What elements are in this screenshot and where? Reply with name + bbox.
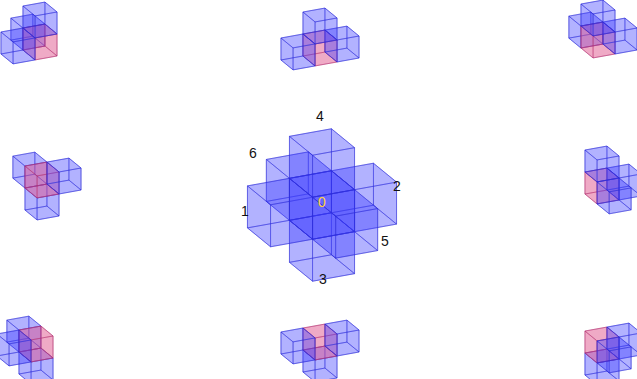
callout-number: 1 (241, 203, 249, 219)
callout-number: 2 (393, 178, 401, 194)
blue-cube-face (289, 129, 354, 155)
cube-cluster (585, 323, 637, 379)
blue-cube-face (23, 2, 57, 16)
blue-cube-face (313, 190, 378, 216)
blue-cube-face (25, 206, 59, 220)
blue-cube-face (581, 0, 615, 14)
cube-cluster (1, 2, 57, 64)
blue-cube-face (597, 200, 631, 214)
blue-cube-face (0, 352, 31, 366)
blue-cube-face (47, 158, 81, 172)
blue-cube-face (325, 320, 359, 334)
cube-cluster (0, 316, 53, 379)
blue-cube-face (23, 24, 57, 38)
callout-number: 5 (381, 233, 389, 249)
cube-cluster (281, 320, 359, 379)
cube-cluster (585, 146, 637, 214)
callout-number: 4 (316, 108, 324, 124)
blue-cube-face (281, 350, 315, 364)
blue-cube-face (603, 40, 637, 54)
blue-cube-face (597, 359, 631, 373)
cube-cluster (569, 0, 637, 58)
callout-number: 0 (318, 194, 326, 210)
blue-cube-face (325, 48, 359, 62)
blue-cube-face (607, 323, 637, 337)
callout-number: 3 (319, 271, 327, 287)
blue-cube-face (581, 22, 615, 36)
blue-cube-face (303, 368, 337, 379)
blue-cube-face (0, 330, 31, 344)
cube-cluster (13, 152, 81, 220)
blue-cube-face (281, 56, 315, 70)
cube-cluster (281, 8, 359, 70)
blue-cube-face (597, 337, 631, 351)
callout-number: 6 (249, 145, 257, 161)
blue-cube-face (325, 342, 359, 356)
blue-cube-face (1, 50, 35, 64)
blue-cube-face (303, 8, 337, 22)
blue-cube-face (303, 30, 337, 44)
blue-cube-face (597, 178, 631, 192)
blue-cube-face (313, 232, 378, 258)
blue-cube-face (47, 180, 81, 194)
blue-cube-face (19, 370, 53, 379)
blue-cube-face (281, 328, 315, 342)
blue-cube-face (585, 146, 619, 160)
cube-cluster (247, 129, 396, 281)
